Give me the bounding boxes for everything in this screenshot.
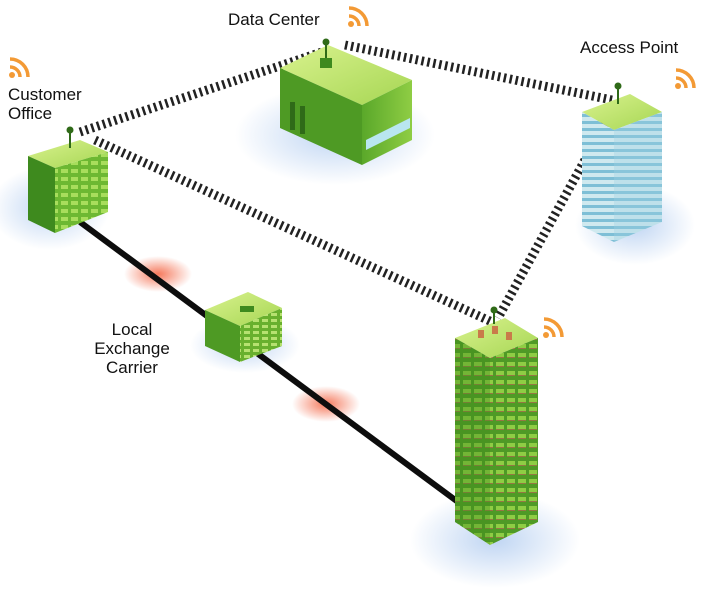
wireless-signal-icon — [345, 4, 371, 30]
customer-office-label-line-2: Office — [8, 104, 53, 123]
antenna-icon — [66, 126, 74, 134]
antenna-icon — [490, 306, 498, 314]
customer-office-label: Customer Office — [8, 85, 82, 123]
lec-label-line-2: Exchange — [94, 339, 170, 358]
local-exchange-carrier-label: Local Exchange Carrier — [82, 320, 182, 377]
tower-building — [455, 306, 538, 545]
link-customer-tower — [93, 135, 494, 327]
data-center-label: Data Center — [228, 10, 320, 29]
wireless-signal-icon — [6, 55, 32, 81]
data-center-building — [280, 38, 412, 165]
access-point-label: Access Point — [580, 38, 679, 57]
wireless-signal-icon — [540, 315, 566, 341]
lec-label-line-1: Local — [111, 320, 153, 339]
wired-link — [78, 219, 460, 505]
lec-label-line-3: Carrier — [106, 358, 158, 377]
local-exchange-carrier-building — [205, 292, 282, 362]
access-point-building — [582, 82, 662, 242]
wireless-signal-icon — [672, 66, 698, 92]
link-customer-datacenter — [78, 47, 324, 137]
customer-office-label-line-1: Customer — [8, 85, 82, 104]
antenna-icon — [614, 82, 622, 90]
customer-office-building — [28, 126, 108, 233]
antenna-icon — [322, 38, 330, 46]
